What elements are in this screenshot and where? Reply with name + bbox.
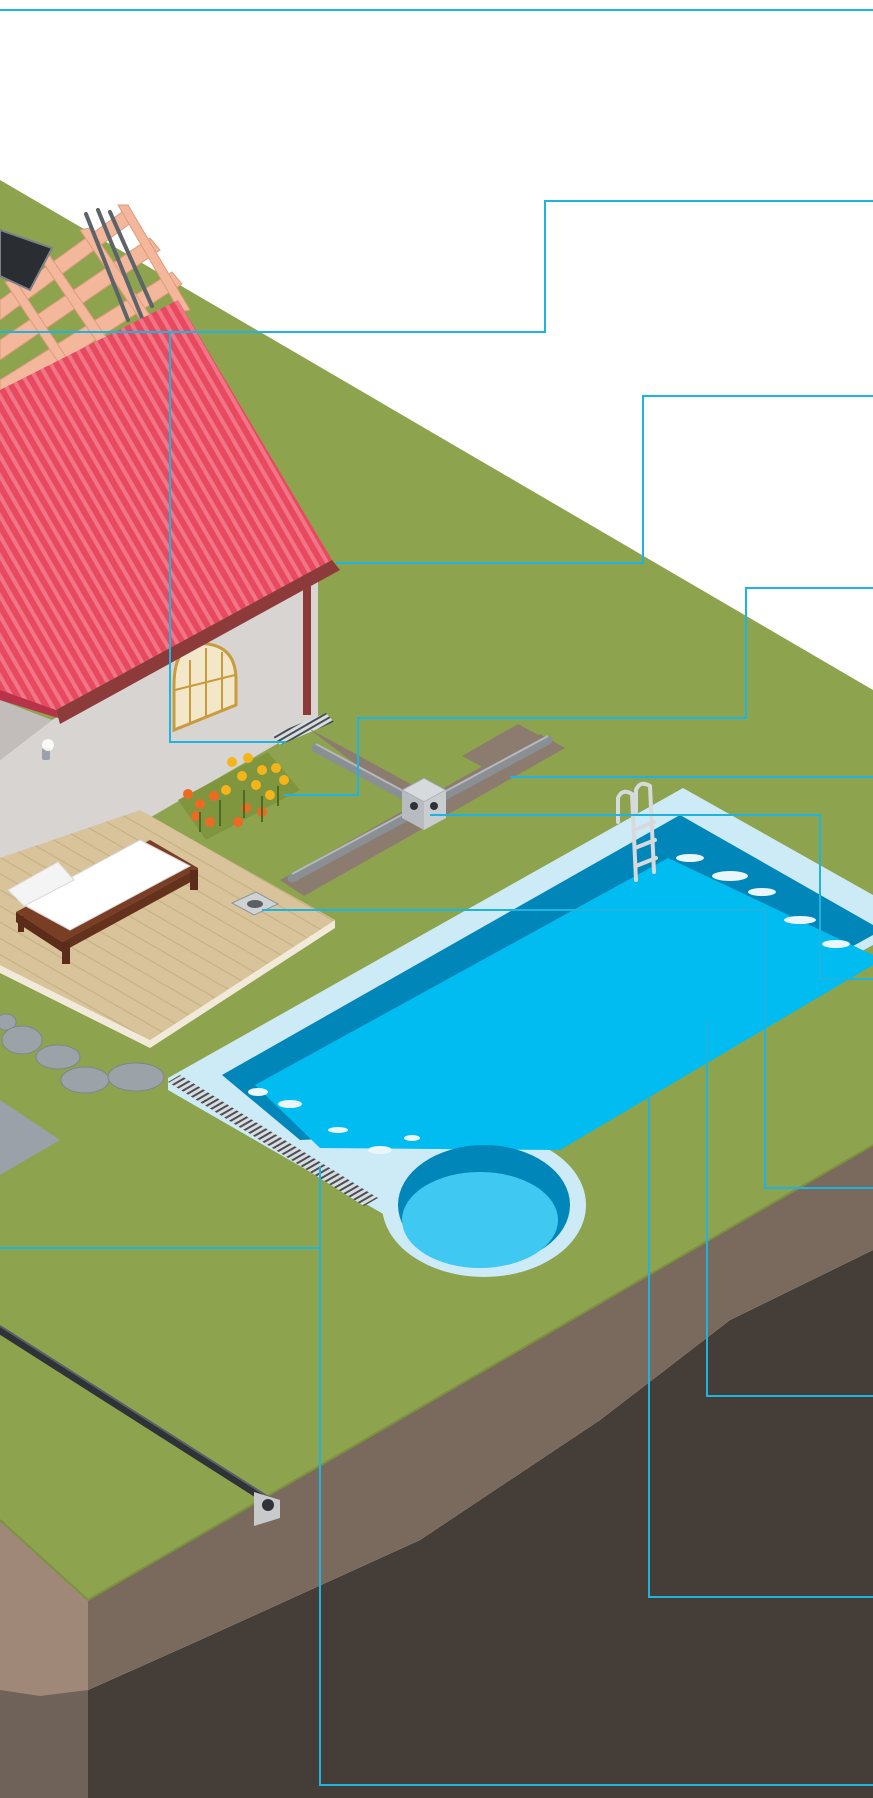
- spa-water: [402, 1172, 558, 1268]
- downpipe: [303, 575, 311, 715]
